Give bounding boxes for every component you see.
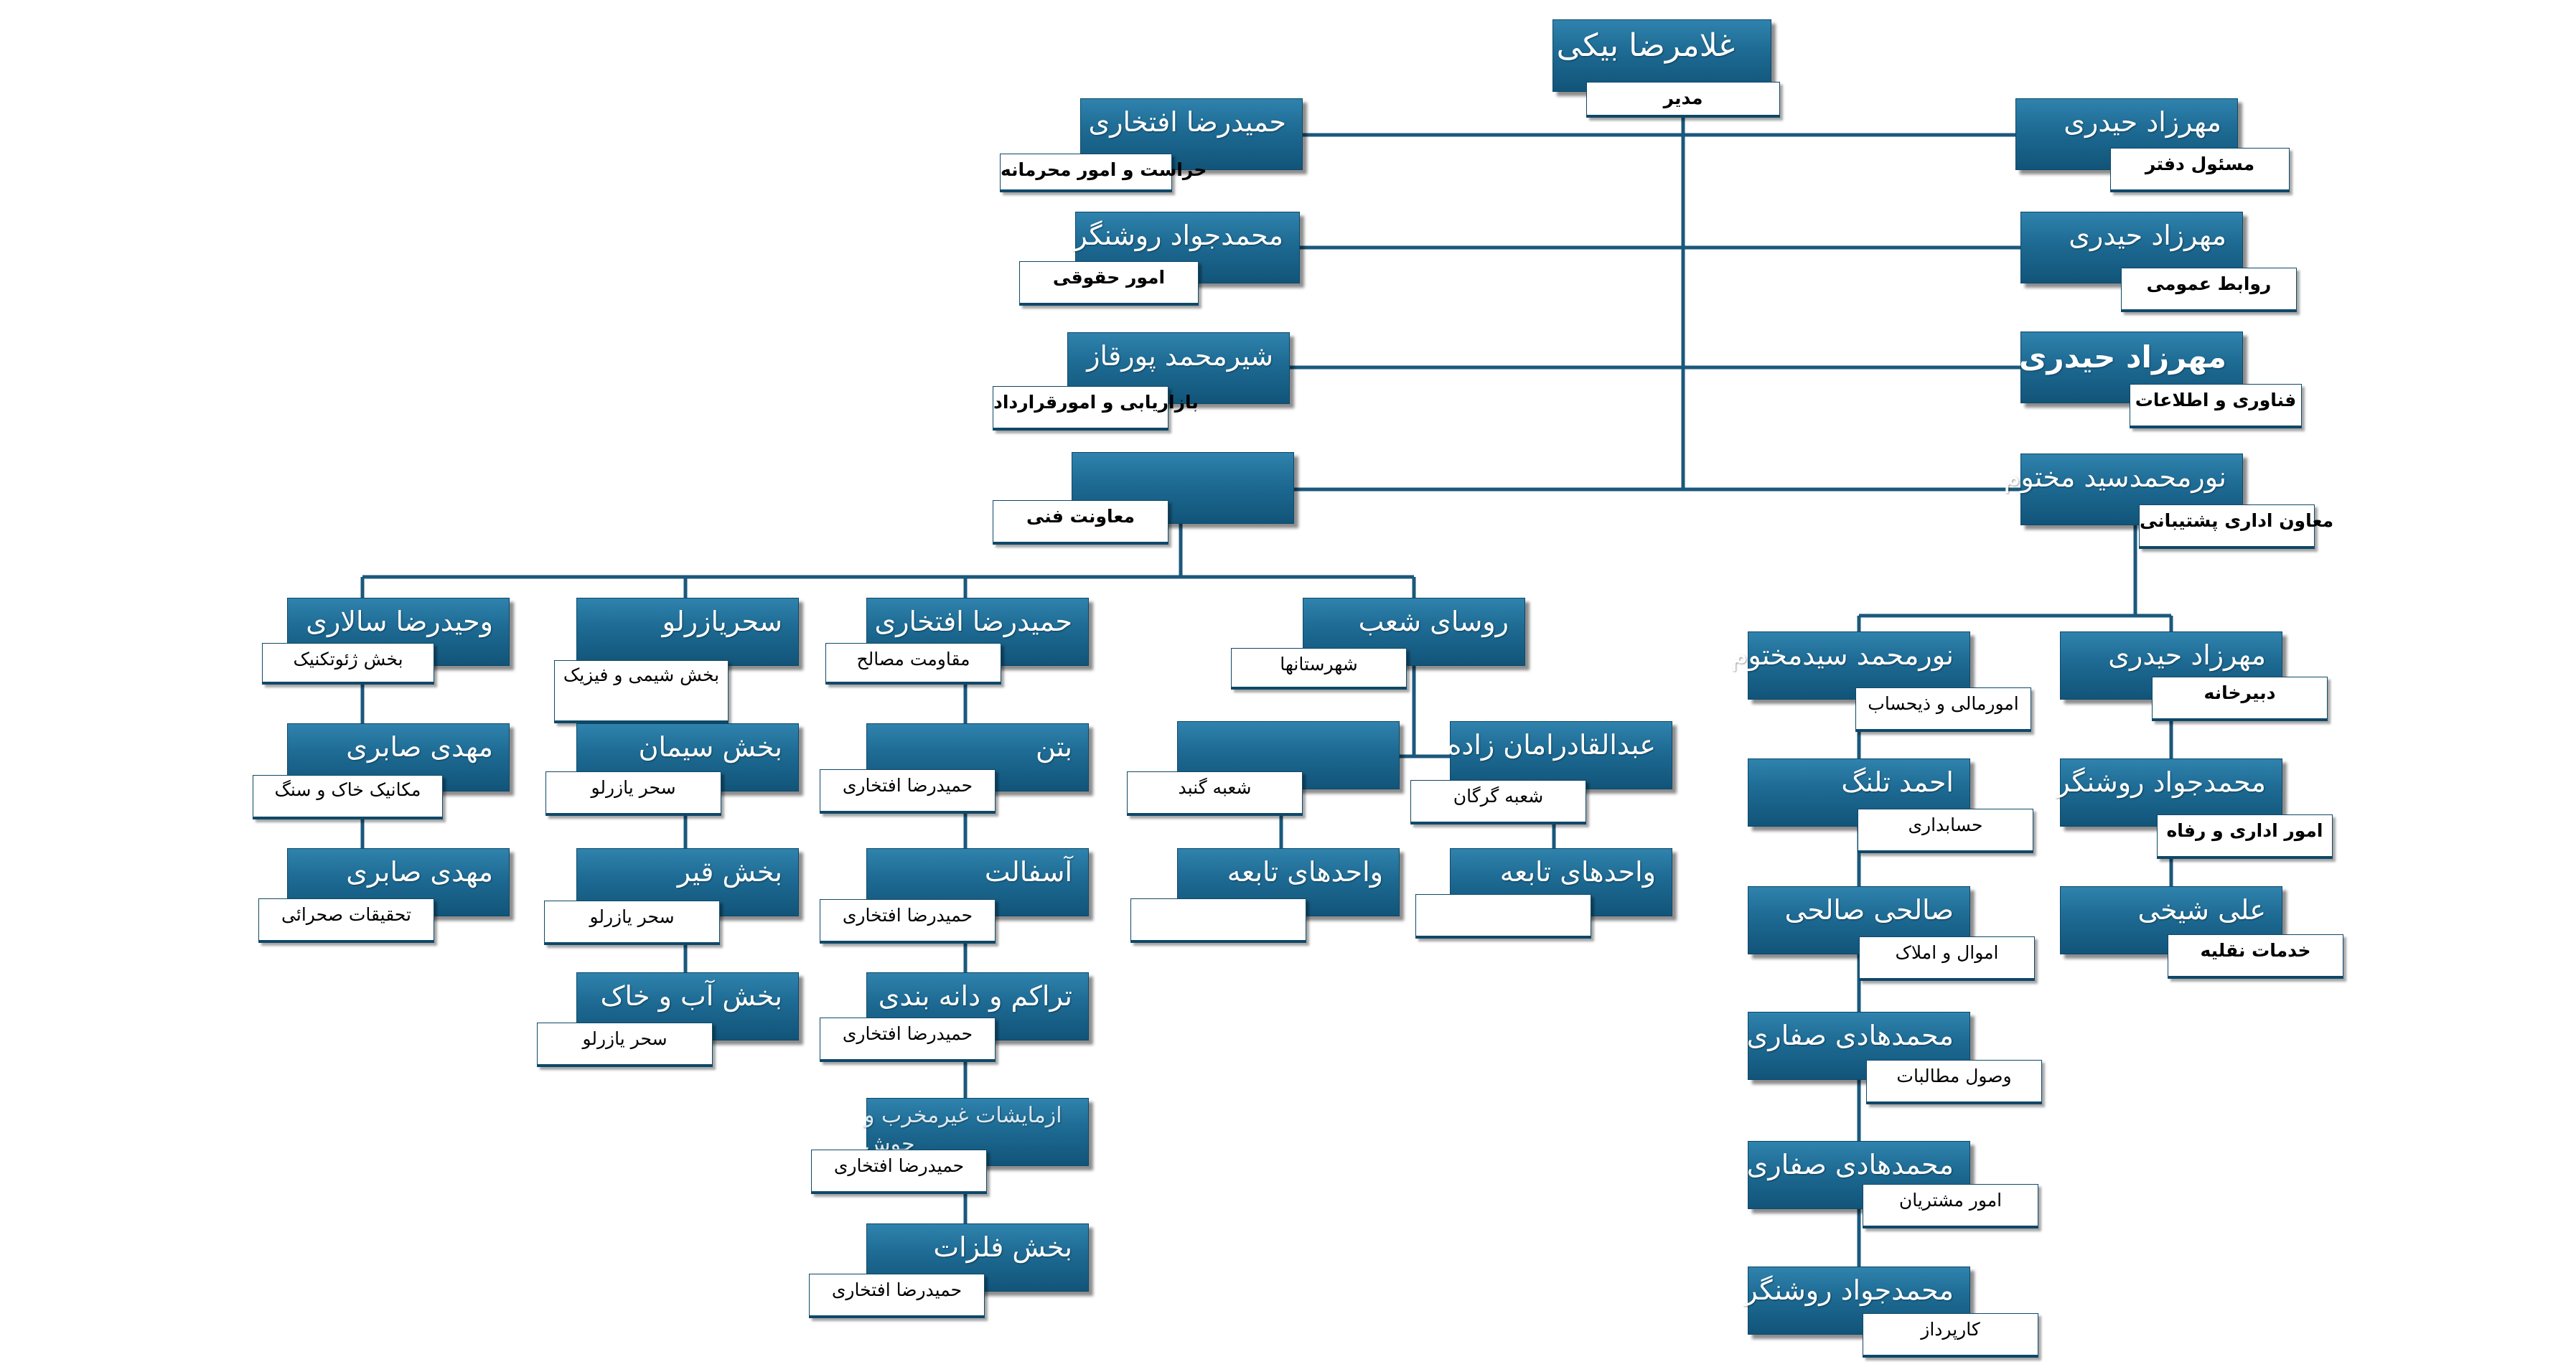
- node-name: محمدجواد روشنگر: [1744, 1274, 1954, 1306]
- org-node-root: غلامرضا بیکی: [1552, 19, 1771, 92]
- node-title: امور مشتریان: [1863, 1184, 2038, 1228]
- node-title: مسئول دفتر: [2110, 148, 2290, 192]
- node-title: حراست و امور محرمانه: [1000, 154, 1207, 192]
- node-name: بخش فلزات: [933, 1231, 1072, 1263]
- node-title: شعبه گنبد: [1127, 771, 1303, 816]
- node-name: آسفالت: [984, 856, 1072, 888]
- node-name: حمیدرضا افتخاری: [1088, 106, 1286, 138]
- node-name: مهدی صابری: [346, 731, 493, 763]
- node-title: مدیر: [1586, 82, 1780, 118]
- node-title: حمیدرضا افتخاری: [811, 1150, 987, 1194]
- node-name: مهرزاد حیدری: [2019, 339, 2226, 375]
- node-title: کارپرداز: [1863, 1313, 2038, 1358]
- node-title: [1130, 898, 1306, 943]
- node-name: وحیدرضا سالاری: [306, 606, 493, 637]
- node-title: بخش ژئوتکنیک: [262, 643, 434, 685]
- node-title: امور حقوقی: [1019, 261, 1199, 306]
- node-name: نورمحمد سیدمختوم: [1730, 639, 1954, 671]
- node-name: سحریازرلو: [662, 606, 782, 637]
- org-node-noormohammad-admin: نورمحمدسید مختوم: [2004, 454, 2243, 525]
- node-title: فناوری و اطلاعات: [2130, 384, 2302, 428]
- node-name: واحدهای تابعه: [1499, 856, 1656, 888]
- node-name: محمدهادی صفاری: [1746, 1020, 1954, 1051]
- node-title: حمیدرضا افتخاری: [820, 769, 996, 814]
- node-title: دبیرخانه: [2152, 677, 2328, 721]
- node-title: امورمالی و ذیحساب: [1855, 687, 2031, 732]
- node-title: روابط عمومی: [2121, 268, 2297, 312]
- node-title: خدمات نقلیه: [2168, 934, 2343, 979]
- node-name: تراکم و دانه بندی: [878, 980, 1072, 1012]
- org-node-gorgan: عبدالقادرامان زاده: [1447, 721, 1672, 789]
- org-node-branch-heads: روسای شعب: [1303, 598, 1525, 666]
- node-name: بخش سیمان: [638, 731, 782, 763]
- node-name: محمدجواد روشنگر: [1074, 220, 1283, 251]
- node-title: حسابداری: [1858, 809, 2033, 853]
- node-title: سحر یازرلو: [544, 901, 720, 945]
- org-node-sahar: سحریازرلو: [576, 598, 799, 666]
- node-title: مقاومت مصالح: [825, 643, 1001, 685]
- node-title: مکانیک خاک و سنگ: [253, 775, 443, 819]
- node-title: بخش شیمی و فیزیک: [554, 660, 729, 723]
- node-name: عبدالقادرامان زاده: [1447, 729, 1656, 761]
- node-name: احمد تلنگ: [1841, 766, 1954, 798]
- node-title: سحر یازرلو: [545, 771, 721, 816]
- node-title: شهرستانها: [1231, 648, 1407, 690]
- node-name: محمدهادی صفاری: [1746, 1149, 1954, 1180]
- node-name: شیرمحمد پورقاز: [1087, 340, 1273, 372]
- node-title: اموال و املاک: [1859, 936, 2035, 981]
- org-node-compaction: تراکم و دانه بندی: [866, 972, 1089, 1040]
- node-title: شعبه گرگان: [1410, 780, 1586, 824]
- node-name: صالحی صالحی: [1784, 894, 1954, 926]
- node-title: بازاریابی و امورقرارداد: [993, 386, 1199, 431]
- node-title: حمیدرضا افتخاری: [809, 1274, 985, 1318]
- node-name: نورمحمدسید مختوم: [2003, 461, 2226, 493]
- node-name: بخش آب و خاک: [600, 980, 782, 1012]
- node-title: [1415, 894, 1591, 939]
- node-title: امور اداری و رفاه: [2157, 814, 2333, 859]
- node-title: معاون اداری پشتیبانی: [2139, 504, 2333, 549]
- node-title: وصول مطالبات: [1866, 1060, 2042, 1104]
- node-title: سحر یازرلو: [537, 1023, 713, 1067]
- node-name: مهرزاد حیدری: [2064, 106, 2221, 138]
- node-name: علی شیخی: [2137, 894, 2266, 926]
- node-name: حمیدرضا افتخاری: [874, 606, 1072, 637]
- node-name: مهدی صابری: [346, 856, 493, 888]
- node-name: محمدجواد روشنگر: [2056, 766, 2266, 798]
- node-name: غلامرضا بیکی: [1556, 27, 1735, 64]
- node-name: واحدهای تابعه: [1227, 856, 1383, 888]
- node-name: مهرزاد حیدری: [2108, 639, 2266, 671]
- node-name: روسای شعب: [1358, 606, 1509, 637]
- node-title: حمیدرضا افتخاری: [820, 899, 996, 944]
- node-name: مهرزاد حیدری: [2069, 220, 2226, 251]
- node-title: معاونت فنی: [993, 500, 1168, 545]
- node-title: تحقیقات صحرائی: [258, 898, 434, 943]
- node-name: بخش قیر: [677, 856, 782, 888]
- node-title: حمیدرضا افتخاری: [820, 1018, 996, 1062]
- node-name: بتن: [1036, 731, 1072, 763]
